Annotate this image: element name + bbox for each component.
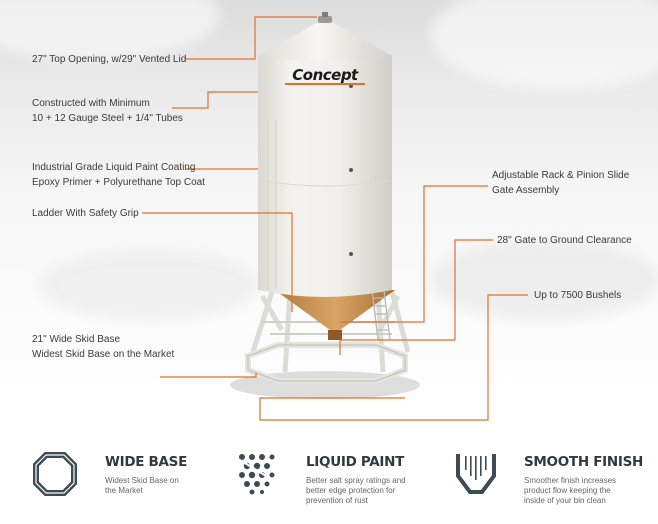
feature-strip: WIDE BASE Widest Skid Base on the Market… [0, 432, 658, 524]
callout-slide-gate: Adjustable Rack & Pinion Slide Gate Asse… [492, 168, 629, 198]
callout-text: Gate Assembly [492, 185, 560, 196]
callout-text: 27" Top Opening, w/29" Vented Lid [32, 54, 187, 65]
callout-construction: Constructed with Minimum 10 + 12 Gauge S… [32, 96, 183, 126]
hopper-flow-icon [456, 454, 496, 494]
callout-clearance: 28" Gate to Ground Clearance [497, 233, 632, 248]
callout-text: Widest Skid Base on the Market [32, 349, 175, 360]
callout-text: Industrial Grade Liquid Paint Coating [32, 162, 196, 173]
callout-lines [142, 16, 528, 421]
feature-description: Better salt spray ratings and better edg… [306, 476, 406, 506]
vented-lid [318, 16, 332, 23]
feature-title: SMOOTH FINISH [524, 454, 644, 470]
callout-text: Epoxy Primer + Polyurethane Top Coat [32, 177, 205, 188]
callout-text: Adjustable Rack & Pinion Slide [492, 170, 630, 181]
feature-description: Widest Skid Base on the Market [105, 476, 179, 496]
callout-text: 10 + 12 Gauge Steel + 1/4" Tubes [32, 113, 183, 124]
feature-description: Smoother finish increases product flow k… [524, 476, 616, 506]
callout-ladder: Ladder With Safety Grip [32, 206, 139, 221]
callout-text: Ladder With Safety Grip [32, 208, 139, 219]
concept-logo: Concept [285, 66, 365, 85]
logo-text: Concept [292, 66, 359, 84]
octagon-base-icon [33, 452, 77, 496]
bin-roof [258, 22, 392, 61]
feature-description-line: the Market [105, 486, 143, 495]
callout-skid-base: 21" Wide Skid Base Widest Skid Base on t… [32, 332, 174, 362]
callout-paint: Industrial Grade Liquid Paint Coating Ep… [32, 160, 205, 190]
feature-title: WIDE BASE [105, 454, 188, 470]
callout-text: 28" Gate to Ground Clearance [497, 235, 632, 246]
bin-body [258, 55, 392, 297]
hopper-cone [275, 290, 395, 330]
grain-bin-illustration: Concept [142, 12, 528, 421]
feature-description-line: Better salt spray ratings and [306, 476, 406, 485]
feature-smooth-finish: SMOOTH FINISH Smoother finish increases … [454, 452, 654, 522]
paint-droplets-icon [239, 454, 277, 495]
slide-gate [328, 330, 342, 340]
callout-text: 21" Wide Skid Base [32, 334, 121, 345]
callout-text: Constructed with Minimum [32, 98, 150, 109]
feature-description-line: product flow keeping the [524, 486, 611, 495]
bin-legs [249, 291, 411, 373]
feature-liquid-paint: LIQUID PAINT Better salt spray ratings a… [236, 452, 436, 522]
callout-capacity: Up to 7500 Bushels [534, 288, 621, 303]
feature-description-line: Widest Skid Base on [105, 476, 179, 485]
callout-top-opening: 27" Top Opening, w/29" Vented Lid [32, 52, 186, 67]
sky-cloud [430, 240, 658, 320]
feature-description-line: prevention of rust [306, 496, 368, 505]
feature-description-line: Smoother finish increases [524, 476, 617, 485]
feature-wide-base: WIDE BASE Widest Skid Base on the Market [33, 452, 213, 522]
feature-title: LIQUID PAINT [306, 454, 405, 470]
product-hero: Concept 27" Top Opening, w/29" Vented Li… [0, 0, 658, 432]
feature-description-line: inside of your bin clean [524, 496, 606, 505]
feature-description-line: better edge protection for [306, 486, 396, 495]
callout-text: Up to 7500 Bushels [534, 290, 622, 301]
sky-cloud [40, 250, 260, 320]
